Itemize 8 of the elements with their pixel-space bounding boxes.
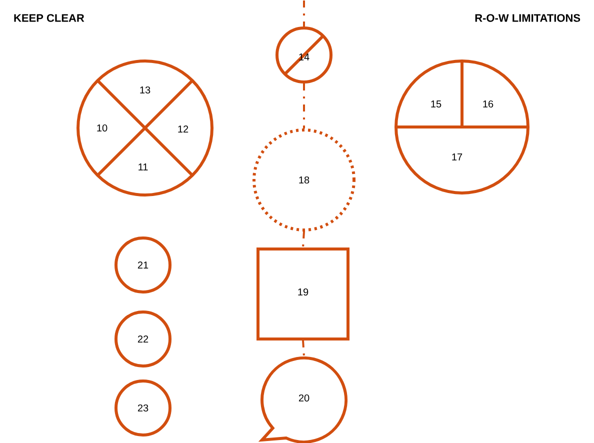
dash-dot-line: [302, 340, 305, 357]
heading: R-O-W LIMITATIONS: [475, 14, 580, 22]
square-box: 19: [256, 247, 350, 340]
dash-dot-line: [303, 0, 305, 26]
dash-dot-line: [302, 231, 305, 248]
speech-bubble: 20: [260, 356, 348, 443]
heading: KEEP CLEAR: [14, 14, 84, 22]
dash-dot-line: [303, 84, 305, 128]
